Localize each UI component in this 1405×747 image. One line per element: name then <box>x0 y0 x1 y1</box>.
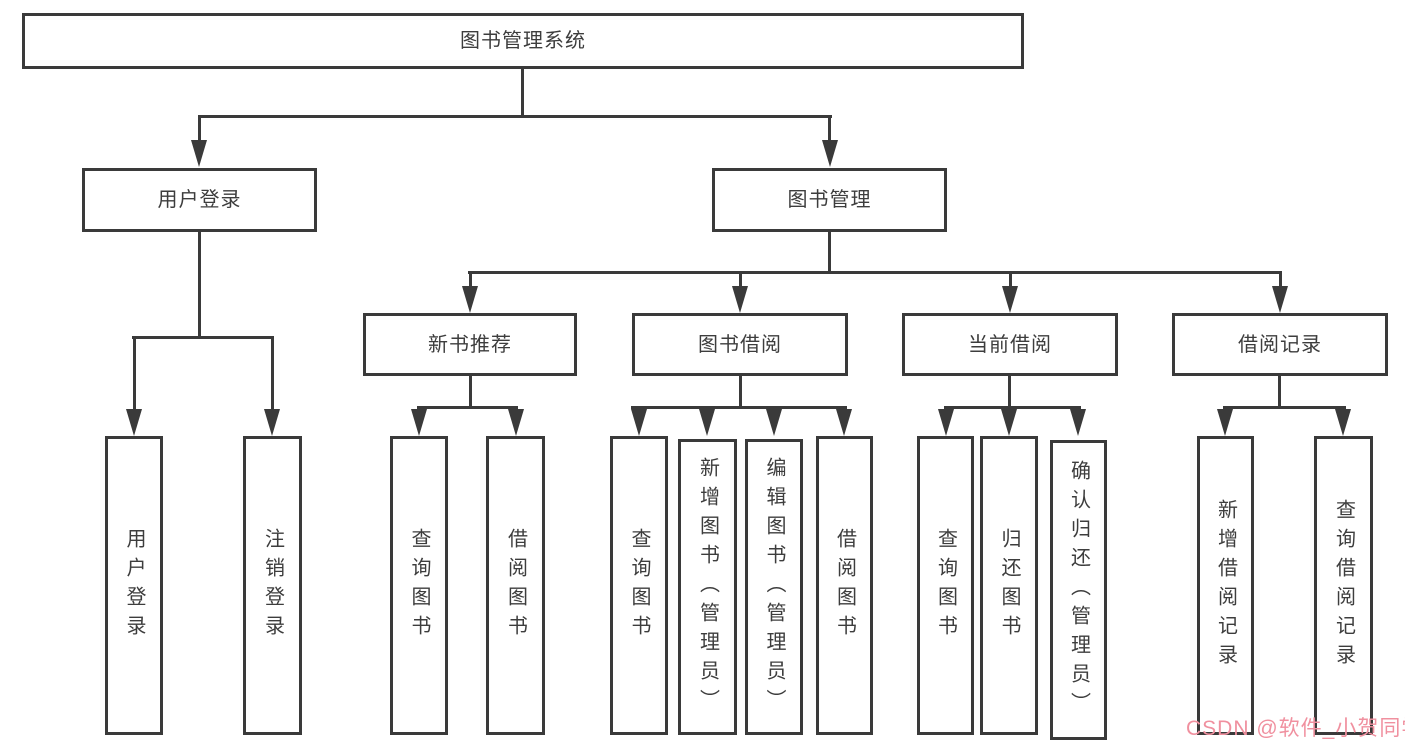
node-user-login: 用户登录 <box>82 168 317 232</box>
connector-level3-hbar <box>468 271 1282 274</box>
leaf-edit-book-admin: 编辑图书（管理员） <box>745 439 803 735</box>
leaf-logout-label: 注销登录 <box>261 527 284 644</box>
arrow-newbook-borrow <box>508 409 524 436</box>
leaf-edit-book-admin-label: 编辑图书（管理员） <box>763 456 785 718</box>
arrow-current-confirm <box>1070 409 1086 436</box>
node-borrow-records: 借阅记录 <box>1172 313 1388 376</box>
arrow-borrow-add <box>699 409 715 436</box>
arrow-userlogin <box>191 140 207 167</box>
leaf-newrec-borrow-book: 借阅图书 <box>486 436 545 735</box>
leaf-newrec-borrow-book-label: 借阅图书 <box>504 527 527 644</box>
leaf-borrow-query-book: 查询图书 <box>610 436 668 735</box>
connector-userlogin-down <box>198 232 201 336</box>
connector-borrowrecord-down <box>1278 376 1281 406</box>
leaf-borrow-query-book-label: 查询图书 <box>628 527 650 644</box>
arrow-bookborrow <box>732 286 748 313</box>
leaf-add-book-admin: 新增图书（管理员） <box>678 439 737 735</box>
connector-root-stem <box>521 69 524 116</box>
leaf-confirm-return-admin-label: 确认归还（管理员） <box>1067 459 1090 721</box>
leaf-logout: 注销登录 <box>243 436 302 735</box>
leaf-user-login: 用户登录 <box>105 436 163 735</box>
node-book-borrow: 图书借阅 <box>632 313 848 376</box>
arrow-leaf-logout <box>264 409 280 436</box>
connector-bookborrow-hbar <box>631 406 847 409</box>
connector-currentborrow-stem <box>1009 274 1012 287</box>
arrow-newbook <box>462 286 478 313</box>
node-current-borrow: 当前借阅 <box>902 313 1118 376</box>
connector-currentborrow-down <box>1008 376 1011 406</box>
node-user-login-label: 用户登录 <box>157 189 242 211</box>
leaf-return-book: 归还图书 <box>980 436 1038 735</box>
connector-currentborrow-hbar <box>944 406 1081 409</box>
arrow-currentborrow <box>1002 286 1018 313</box>
leaf-add-borrow-record-label: 新增借阅记录 <box>1214 498 1237 673</box>
connector-leaf-logout-stem <box>271 339 274 410</box>
node-book-management-label: 图书管理 <box>787 189 872 211</box>
arrow-leaf-login <box>126 409 142 436</box>
connector-bookmgmt-stem <box>828 118 831 141</box>
leaf-newrec-query-book: 查询图书 <box>390 436 448 735</box>
node-book-management: 图书管理 <box>712 168 947 232</box>
arrow-borrow-borrow <box>836 409 852 436</box>
connector-leaf-login-stem <box>133 339 136 410</box>
leaf-current-query-book-label: 查询图书 <box>934 527 957 644</box>
arrow-newbook-query <box>411 409 427 436</box>
node-book-borrow-label: 图书借阅 <box>698 333 782 356</box>
arrow-record-add <box>1217 409 1233 436</box>
leaf-confirm-return-admin: 确认归还（管理员） <box>1050 440 1107 740</box>
node-root-label: 图书管理系统 <box>460 30 586 52</box>
connector-bookborrow-down <box>739 376 742 406</box>
leaf-return-book-label: 归还图书 <box>998 527 1020 644</box>
node-root: 图书管理系统 <box>22 13 1024 69</box>
leaf-borrow-book-label: 借阅图书 <box>833 527 856 644</box>
connector-newbook-hbar <box>417 406 518 409</box>
leaf-query-borrow-record: 查询借阅记录 <box>1314 436 1373 735</box>
leaf-user-login-label: 用户登录 <box>123 527 145 644</box>
arrow-current-query <box>938 409 954 436</box>
arrow-record-query <box>1335 409 1351 436</box>
node-current-borrow-label: 当前借阅 <box>968 333 1052 356</box>
arrow-borrow-edit <box>766 409 782 436</box>
leaf-borrow-book: 借阅图书 <box>816 436 873 735</box>
arrow-borrowrecord <box>1272 286 1288 313</box>
connector-borrowrecord-hbar <box>1223 406 1346 409</box>
arrow-bookmgmt <box>822 140 838 167</box>
connector-newbook-stem <box>469 274 472 287</box>
leaf-query-borrow-record-label: 查询借阅记录 <box>1332 498 1355 673</box>
arrow-borrow-query <box>631 409 647 436</box>
connector-userlogin-hbar <box>132 336 274 339</box>
connector-newbook-down <box>469 376 472 406</box>
connector-userlogin-stem <box>198 118 201 141</box>
leaf-add-borrow-record: 新增借阅记录 <box>1197 436 1254 735</box>
connector-bookborrow-stem <box>739 274 742 287</box>
node-new-book-recommend-label: 新书推荐 <box>428 333 512 356</box>
connector-borrowrecord-stem <box>1279 274 1282 287</box>
leaf-newrec-query-book-label: 查询图书 <box>408 527 430 644</box>
arrow-current-return <box>1001 409 1017 436</box>
connector-bookmgmt-down <box>828 232 831 274</box>
node-new-book-recommend: 新书推荐 <box>363 313 577 376</box>
leaf-current-query-book: 查询图书 <box>917 436 974 735</box>
watermark: CSDN @软件_小贺同学 <box>1186 717 1405 740</box>
connector-level2-hbar <box>198 115 832 118</box>
node-borrow-records-label: 借阅记录 <box>1238 333 1322 356</box>
leaf-add-book-admin-label: 新增图书（管理员） <box>696 456 719 718</box>
